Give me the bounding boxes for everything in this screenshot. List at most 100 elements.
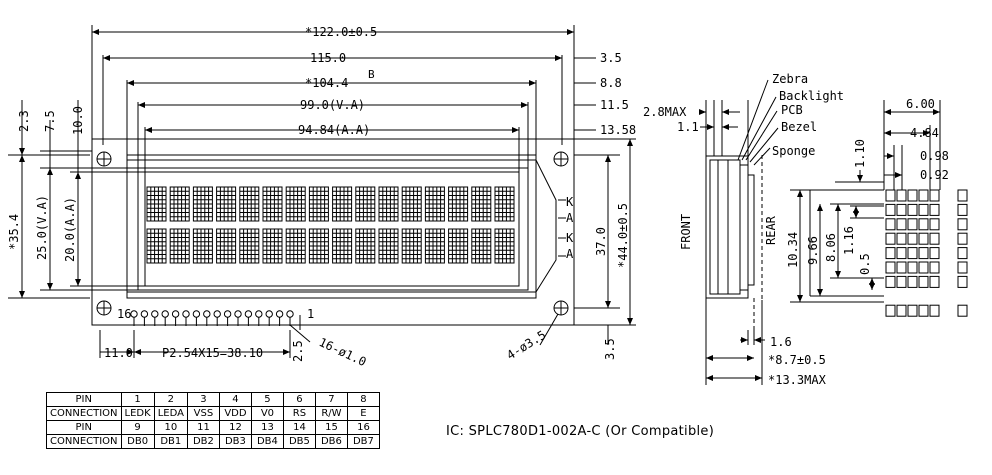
- side-view-body: [705, 155, 749, 299]
- pixel-dot: [907, 275, 918, 288]
- character-cell: [401, 228, 422, 264]
- pixel-dot: [918, 261, 929, 274]
- pin-hole: [255, 310, 263, 318]
- table-row: CONNECTION LEDK LEDA VSS VDD V0 RS R/W E: [46, 406, 380, 421]
- dim-pcb-hole-span: 115.0: [310, 51, 346, 65]
- dim-overall-width: *122.0±0.5: [305, 25, 377, 39]
- dot-detail-grid: [885, 189, 968, 317]
- character-cell: [146, 228, 167, 264]
- pixel-dot: [918, 247, 929, 260]
- dim-right-11-5: 11.5: [600, 98, 629, 112]
- dim-bottom-3-5: 3.5: [603, 338, 617, 360]
- pin-hole: [161, 310, 169, 318]
- character-cell: [285, 186, 306, 222]
- dim-left-2-3: 2.3: [17, 110, 31, 132]
- cell: DB0: [120, 434, 155, 449]
- cell: LEDA: [153, 406, 188, 421]
- cell: DB2: [186, 434, 220, 449]
- character-cell: [494, 186, 515, 222]
- cell: DB3: [218, 434, 252, 449]
- pin-label-16: 16: [117, 307, 131, 321]
- pixel-dot: [957, 275, 968, 288]
- dim-left-11-0: 11.0: [104, 346, 133, 360]
- dim-va-width: 99.0(V.A): [300, 98, 365, 112]
- character-cell: [355, 186, 376, 222]
- character-cell: [192, 228, 213, 264]
- cell: 6: [282, 392, 316, 407]
- table-row: PIN 9 10 11 12 13 14 15 16: [46, 420, 380, 435]
- cell: 1: [120, 392, 155, 407]
- cell: 3: [186, 392, 220, 407]
- pixel-dot: [896, 275, 907, 288]
- pixel-dot: [918, 232, 929, 245]
- pixel-dot: [918, 275, 929, 288]
- dim-0-98: 0.98: [920, 149, 949, 163]
- pin-hole: [244, 310, 253, 318]
- character-cell: [285, 228, 306, 264]
- dim-1-6: 1.6: [770, 335, 792, 349]
- cell: DB6: [314, 434, 348, 449]
- character-cell: [471, 228, 492, 264]
- cell: VDD: [218, 406, 252, 421]
- character-cell: [216, 228, 237, 264]
- backlight-k1: K: [566, 195, 574, 209]
- pin-assignment-table: PIN 1 2 3 4 5 6 7 8 CONNECTION LEDK LEDA…: [46, 392, 380, 449]
- dim-right-3-5: 3.5: [600, 51, 622, 65]
- pin-hole: [234, 310, 242, 318]
- pixel-dot: [918, 304, 929, 317]
- cell: E: [346, 406, 380, 421]
- bezel-outline: [126, 154, 537, 299]
- backlight-k2: K: [566, 231, 574, 245]
- dim-va-height: 25.0(V.A): [35, 195, 49, 260]
- cell: 8: [346, 392, 380, 407]
- pin-hole: [265, 310, 273, 318]
- pixel-dot: [907, 189, 918, 202]
- cell: 16: [346, 420, 380, 435]
- pixel-dot: [918, 189, 929, 202]
- dim-2-8max: 2.8MAX: [643, 105, 687, 119]
- dim-overall-height: *44.0±0.5: [616, 203, 630, 268]
- row-head: PIN: [46, 392, 122, 407]
- cell: DB1: [153, 434, 188, 449]
- dim-left-7-5: 7.5: [43, 110, 57, 132]
- dim-10-34: 10.34: [786, 232, 800, 268]
- character-cell: [192, 186, 213, 222]
- ic-note: IC: SPLC780D1-002A-C (Or Compatible): [446, 424, 715, 439]
- pixel-dot: [929, 232, 940, 245]
- pin-hole: [171, 310, 180, 318]
- dim-9-66: 9.66: [806, 236, 820, 265]
- pixel-dot: [907, 247, 918, 260]
- dim-8-7: *8.7±0.5: [768, 353, 826, 367]
- pin-hole: [140, 310, 149, 318]
- character-cell: [471, 186, 492, 222]
- pixel-dot: [885, 189, 896, 202]
- backlight-a2: A: [566, 247, 574, 261]
- cell: VSS: [186, 406, 220, 421]
- pixel-dot: [929, 304, 940, 317]
- dim-0-92: 0.92: [920, 168, 949, 182]
- pixel-dot: [896, 203, 907, 216]
- cell: V0: [250, 406, 284, 421]
- cell: DB5: [282, 434, 316, 449]
- character-cell: [239, 186, 260, 222]
- pixel-dot: [957, 247, 968, 260]
- character-cell: [494, 228, 515, 264]
- pin-hole: [213, 310, 221, 318]
- cell: LEDK: [120, 406, 155, 421]
- pin-hole: [192, 310, 201, 318]
- row-head: PIN: [46, 420, 122, 435]
- character-cell: [308, 228, 329, 264]
- pin-header: [130, 310, 294, 326]
- cell: 9: [120, 420, 155, 435]
- pin-hole: [275, 310, 284, 318]
- pixel-dot: [907, 232, 918, 245]
- pixel-dot: [957, 218, 968, 231]
- dim-1-1: 1.1: [677, 120, 699, 134]
- cell: 12: [218, 420, 252, 435]
- cell: 15: [314, 420, 348, 435]
- dim-1-16: 1.16: [842, 226, 856, 255]
- dim-8-06: 8.06: [824, 233, 838, 262]
- pixel-dot: [885, 261, 896, 274]
- character-cell: [308, 186, 329, 222]
- side-label-bezel: Bezel: [781, 120, 817, 134]
